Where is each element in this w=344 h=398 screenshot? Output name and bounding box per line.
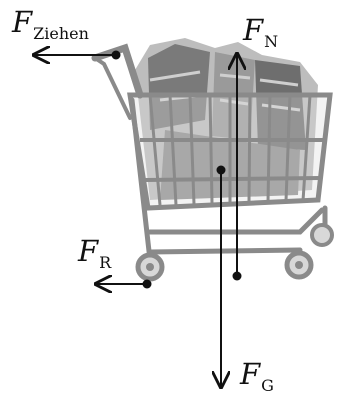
- pull-force-subscript: Ziehen: [33, 24, 89, 43]
- normal-force-origin: [232, 271, 242, 281]
- cart-basket: [127, 92, 333, 211]
- gravity-force-subscript: G: [261, 376, 274, 395]
- pull-force-origin: [111, 50, 121, 60]
- gravity-force-origin: [216, 165, 226, 175]
- cart-frame: [129, 97, 328, 263]
- pull-force-label: FZiehen: [12, 5, 89, 42]
- gravity-force-label: FG: [240, 357, 274, 394]
- cart-goods: [135, 38, 318, 200]
- force-arrows: [34, 51, 242, 388]
- normal-force-symbol: F: [243, 13, 264, 47]
- friction-force-subscript: R: [99, 253, 112, 272]
- friction-force-symbol: F: [78, 234, 99, 268]
- friction-force-origin: [142, 279, 152, 289]
- normal-force-label: FN: [243, 13, 278, 50]
- friction-force-label: FR: [78, 234, 111, 271]
- normal-force-subscript: N: [264, 32, 279, 51]
- cart-wheels: [135, 223, 334, 282]
- pull-force-symbol: F: [12, 5, 33, 39]
- gravity-force-symbol: F: [240, 357, 261, 391]
